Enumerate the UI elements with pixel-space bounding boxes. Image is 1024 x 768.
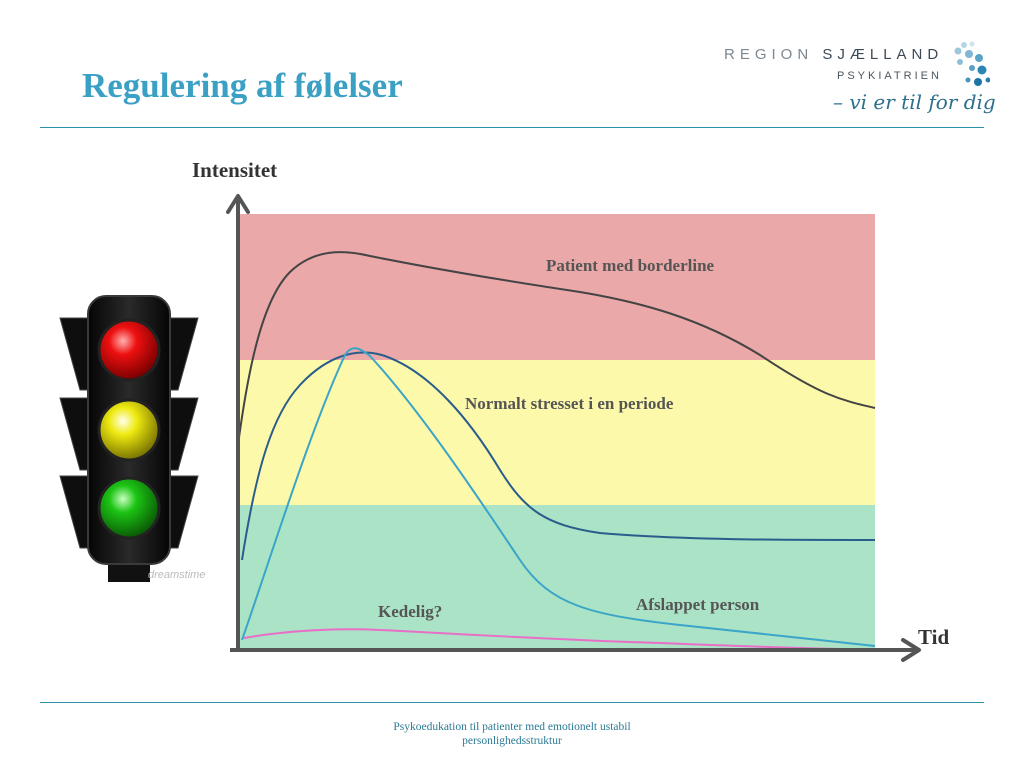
label-relaxed: Afslappet person bbox=[636, 595, 760, 614]
zone-medium bbox=[238, 360, 875, 505]
page-title: Regulering af følelser bbox=[82, 66, 403, 105]
curve-boring bbox=[243, 628, 886, 651]
footer-line-2: personlighedsstruktur bbox=[462, 735, 562, 747]
label-boring: Kedelig? bbox=[378, 602, 442, 621]
curve-relaxed bbox=[241, 347, 876, 647]
logo-region-text: REGION SJÆLLAND bbox=[724, 46, 944, 63]
y-axis-label: Intensitet bbox=[192, 158, 277, 182]
y-axis-arrow-icon bbox=[226, 194, 250, 214]
curve-borderline bbox=[237, 251, 876, 446]
region-sjaelland-logo: REGION SJÆLLAND PSYKIATRIEN – vi er til … bbox=[720, 40, 996, 128]
header-divider bbox=[40, 127, 984, 128]
label-borderline: Patient med borderline bbox=[546, 256, 715, 275]
curve-normal-stress bbox=[241, 351, 876, 561]
zone-low bbox=[238, 505, 875, 650]
logo-slogan-text: – vi er til for dig bbox=[833, 90, 996, 114]
zone-high bbox=[238, 214, 875, 360]
footer-divider bbox=[40, 702, 984, 703]
logo-dots-icon bbox=[954, 41, 990, 86]
footer-text: Psykoedukation til patienter med emotion… bbox=[312, 720, 712, 748]
x-axis-arrow-icon bbox=[901, 638, 921, 662]
footer-line-1: Psykoedukation til patienter med emotion… bbox=[393, 721, 631, 733]
x-axis-label: Tid bbox=[918, 625, 949, 649]
logo-psykiatrien-text: PSYKIATRIEN bbox=[837, 70, 942, 82]
label-normal-stress: Normalt stresset i en periode bbox=[465, 394, 674, 413]
